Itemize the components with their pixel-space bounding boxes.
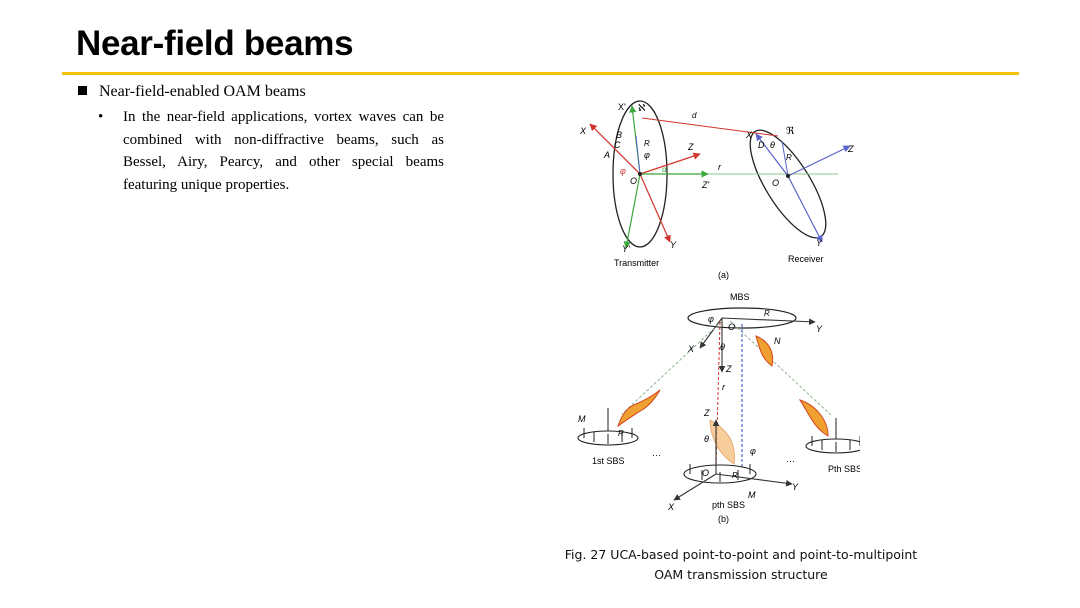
vortex-beam-1 (617, 389, 661, 428)
label-b-phip: φ (708, 314, 714, 324)
label-b-X: X (687, 344, 695, 354)
label-A: A (603, 150, 610, 160)
bullet-level2-text: In the near-field applications, vortex w… (123, 109, 444, 193)
label-Nt: ℵ (638, 103, 646, 114)
label-b-Yp: Y (792, 482, 799, 492)
rx-x-axis (755, 133, 789, 177)
figure: X' ℵ d X B C R A φ φ O α Z r Z' Y' Y ℜ X… (577, 100, 860, 524)
label-b-Op: O (702, 468, 709, 478)
transmitter-label: Transmitter (614, 258, 659, 268)
sbsp-x-axis (673, 473, 717, 501)
subfigure-a: X' ℵ d X B C R A φ φ O α Z r Z' Y' Y ℜ X… (579, 100, 854, 280)
beam-to-sbs1 (621, 320, 723, 415)
rx-z-axis (787, 145, 851, 177)
label-Z: Z (687, 142, 694, 152)
sbsp-antennas (689, 464, 751, 482)
title-underline (62, 72, 1019, 75)
sbsP-antennas (811, 418, 860, 452)
label-dmn: d (692, 111, 697, 120)
label-b-rp: r (722, 382, 726, 392)
label-b-M1: M (578, 414, 586, 424)
mbs-label: MBS (730, 292, 750, 302)
label-b-R1: R (618, 429, 624, 438)
rx-y-axis (787, 175, 823, 243)
label-b-R2: R (732, 471, 738, 480)
tx-radius (635, 135, 641, 175)
sbsp-label: pth SBS (712, 500, 745, 510)
tx-z-axis (639, 152, 701, 175)
label-b-thetas: θ (704, 434, 709, 444)
label-b-phip2: φ (750, 446, 756, 456)
beam-to-sbsP (729, 320, 833, 417)
label-b-thetap: θ (720, 342, 725, 352)
label-b-Zp: Z (703, 408, 710, 418)
label-phi2: φ (620, 166, 626, 176)
label-b-Mp: M (748, 490, 756, 500)
label-rx-Z: Z (847, 144, 854, 154)
figure-caption: Fig. 27 UCA-based point-to-point and poi… (548, 545, 934, 585)
subfigure-b: MBS φ R O Y X θ N Z r M Z θ R φ ··· ··· … (577, 292, 860, 524)
label-X: X (579, 126, 587, 136)
slide-title: Near-field beams (76, 24, 354, 63)
bullet-level1-text: Near-field-enabled OAM beams (99, 83, 306, 100)
label-B: B (616, 130, 622, 140)
distance-line (641, 117, 779, 137)
label-b-Y: Y (816, 324, 823, 334)
bullet-level2: • In the near-field applications, vortex… (98, 106, 444, 196)
vortex-beam-N (755, 335, 774, 367)
label-b-Xp: X (667, 502, 675, 512)
vortex-beam-P (798, 399, 829, 437)
label-rx-O: O (772, 178, 779, 188)
sbs1-label: 1st SBS (592, 456, 625, 466)
tx-origin (638, 172, 642, 176)
label-alpha: α (662, 165, 667, 174)
label-rx-X: X (745, 130, 753, 140)
sbsp-y-axis (715, 473, 793, 487)
label-Yp: Y' (622, 244, 630, 254)
label-b-Rt: R (764, 309, 770, 318)
sbsP-label: Pth SBS (828, 464, 860, 474)
mbs-y-axis (721, 317, 816, 326)
label-Y: Y (670, 240, 677, 250)
label-phi: φ (644, 150, 650, 160)
label-Rr: R (786, 153, 792, 162)
mbs-x-axis (699, 317, 723, 349)
caption-line2: OAM transmission structure (654, 567, 828, 582)
round-bullet-icon: • (98, 109, 104, 125)
label-D: D (758, 140, 765, 150)
label-rx-Y: Y (816, 238, 823, 248)
label-Rt: R (644, 139, 650, 148)
label-b-dots2: ··· (786, 456, 795, 466)
label-C: C (614, 140, 621, 150)
label-b-dots1: ··· (652, 450, 661, 460)
receiver-label: Receiver (788, 254, 824, 264)
sbsp-ring (683, 464, 757, 484)
sbsP-ring (805, 438, 860, 454)
subfigure-a-label: (a) (718, 270, 729, 280)
tx-yp-axis (623, 173, 641, 249)
subfigure-b-label: (b) (718, 514, 729, 524)
bullet-level1: Near-field-enabled OAM beams (78, 83, 306, 101)
caption-line1: Fig. 27 UCA-based point-to-point and poi… (564, 547, 918, 562)
label-theta: θ (770, 140, 775, 150)
label-b-N: N (774, 336, 781, 346)
tx-y-axis (639, 173, 671, 243)
label-Nr: ℜ (786, 126, 795, 137)
label-Zp: Z' (701, 180, 709, 190)
label-O: O (630, 176, 637, 186)
square-bullet-icon (78, 86, 87, 95)
label-b-O: O (728, 322, 735, 332)
rx-radius (781, 140, 789, 177)
tx-x-axis (589, 123, 641, 175)
rx-origin (786, 174, 790, 178)
label-Xp: X' (618, 102, 626, 112)
label-r: r (718, 162, 722, 172)
sbs1-antennas (583, 408, 633, 444)
label-b-Z: Z (725, 364, 732, 374)
mbs-ring (687, 307, 797, 329)
vortex-beam-p (709, 419, 735, 465)
